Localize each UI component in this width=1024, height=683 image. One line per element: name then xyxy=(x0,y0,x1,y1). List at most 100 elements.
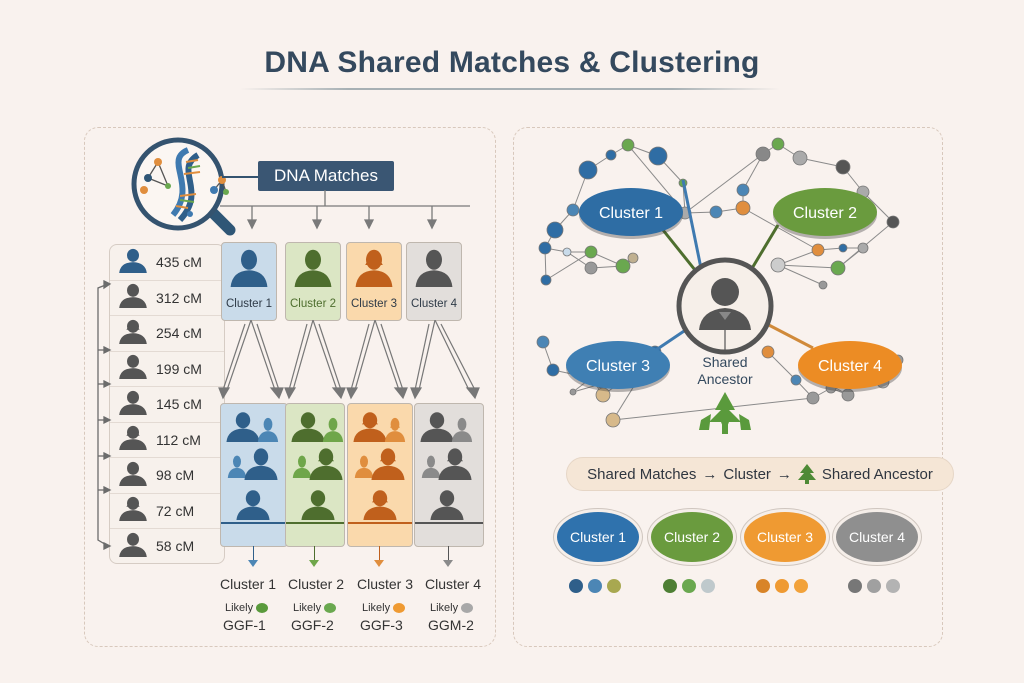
legend-dot-icon xyxy=(848,579,862,593)
match-node xyxy=(818,280,828,290)
match-node xyxy=(546,221,564,239)
match-row[interactable]: 72 cM xyxy=(110,494,224,529)
person-icon xyxy=(384,416,406,447)
legend-cluster-badge[interactable]: Cluster 1 xyxy=(557,512,639,562)
match-node xyxy=(835,159,851,175)
legend-dot-icon xyxy=(867,579,881,593)
person-icon xyxy=(437,446,473,485)
cluster-card[interactable]: Cluster 3 xyxy=(346,242,402,321)
likely-ancestor: GGM-2 xyxy=(428,617,474,633)
match-list: 435 cM 312 cM 254 cM 199 cM 145 cM 112 c… xyxy=(109,244,225,564)
cluster-card-label: Cluster 2 xyxy=(289,298,337,310)
cluster-member-column xyxy=(220,403,288,547)
legend-dot-icon xyxy=(775,579,789,593)
match-row[interactable]: 199 cM xyxy=(110,352,224,387)
match-row[interactable]: 112 cM xyxy=(110,423,224,458)
center-label-1: Shared xyxy=(702,354,747,370)
match-bracket-arrows xyxy=(97,280,112,550)
legend-dots xyxy=(756,579,808,593)
match-node xyxy=(566,203,580,217)
cluster-card[interactable]: Cluster 2 xyxy=(285,242,341,321)
match-node xyxy=(790,374,802,386)
cluster-oval[interactable]: Cluster 4 xyxy=(798,341,902,392)
cluster-oval[interactable]: Cluster 3 xyxy=(566,341,670,392)
match-node xyxy=(771,137,785,151)
likely-label: Likely xyxy=(225,602,269,614)
match-row[interactable]: 254 cM xyxy=(110,316,224,352)
legend-cluster-badge[interactable]: Cluster 2 xyxy=(651,512,733,562)
person-icon xyxy=(352,410,388,447)
flow-step-shared-ancestor: Shared Ancestor xyxy=(821,465,933,483)
person-icon xyxy=(118,318,148,349)
person-icon xyxy=(421,454,441,483)
person-icon xyxy=(118,282,148,313)
cluster-result-label: Cluster 4 xyxy=(424,576,482,592)
network-edge xyxy=(545,251,592,281)
person-icon xyxy=(118,531,148,562)
match-node xyxy=(615,258,631,274)
person-icon xyxy=(370,446,406,485)
person-icon xyxy=(322,416,344,447)
match-row[interactable]: 145 cM xyxy=(110,387,224,423)
likely-text: Likely xyxy=(362,602,391,614)
person-icon xyxy=(292,454,312,483)
person-icon xyxy=(300,488,336,525)
match-node xyxy=(536,335,550,349)
legend-cluster-label: Cluster 1 xyxy=(569,529,627,545)
legend-dot-icon xyxy=(682,579,696,593)
person-icon xyxy=(419,410,455,447)
cluster-oval[interactable]: Cluster 2 xyxy=(773,188,877,239)
likely-text: Likely xyxy=(430,602,459,614)
match-node xyxy=(538,241,552,255)
cluster-card[interactable]: Cluster 1 xyxy=(221,242,277,321)
legend-cluster-label: Cluster 3 xyxy=(756,529,814,545)
match-row[interactable]: 58 cM xyxy=(110,529,224,564)
person-icon xyxy=(414,247,454,292)
match-node xyxy=(595,387,611,403)
legend-dot-icon xyxy=(607,579,621,593)
left-panel xyxy=(84,127,496,647)
match-row[interactable]: 312 cM xyxy=(110,281,224,316)
match-node xyxy=(857,242,869,254)
cluster-oval-label: Cluster 1 xyxy=(599,205,663,222)
cluster-card[interactable]: Cluster 4 xyxy=(406,242,462,321)
match-cm: 254 cM xyxy=(156,325,202,342)
arrow-icon: → xyxy=(776,465,792,483)
match-node xyxy=(562,247,572,257)
cluster-oval-label: Cluster 2 xyxy=(793,205,857,222)
legend-dot-icon xyxy=(756,579,770,593)
cluster-oval[interactable]: Cluster 1 xyxy=(579,188,683,239)
cluster-oval-label: Cluster 3 xyxy=(586,358,650,375)
legend-cluster-badge[interactable]: Cluster 3 xyxy=(744,512,826,562)
person-icon xyxy=(118,389,148,420)
legend-cluster-label: Cluster 2 xyxy=(663,529,721,545)
match-cm: 145 cM xyxy=(156,396,202,413)
column-divider xyxy=(348,522,412,524)
right-panel xyxy=(513,127,943,647)
match-cm: 72 cM xyxy=(156,502,195,519)
column-divider xyxy=(286,522,344,524)
match-node xyxy=(584,261,598,275)
match-cm: 199 cM xyxy=(156,360,202,377)
match-row[interactable]: 98 cM xyxy=(110,458,224,494)
person-icon xyxy=(118,247,148,278)
person-icon xyxy=(451,416,473,447)
match-cm: 435 cM xyxy=(156,254,202,271)
match-row[interactable]: 435 cM xyxy=(110,245,224,281)
match-node xyxy=(584,245,598,259)
legend-dot-icon xyxy=(794,579,808,593)
match-node xyxy=(830,260,846,276)
person-icon xyxy=(362,488,398,525)
cluster-result-label: Cluster 1 xyxy=(219,576,277,592)
likely-text: Likely xyxy=(225,602,254,614)
person-icon xyxy=(354,454,374,483)
legend-cluster-badge[interactable]: Cluster 4 xyxy=(836,512,918,562)
cluster-result-label: Cluster 2 xyxy=(287,576,345,592)
legend-cluster-label: Cluster 4 xyxy=(848,529,906,545)
match-node xyxy=(755,146,771,162)
legend-dots xyxy=(848,579,900,593)
cluster-member-column xyxy=(414,403,484,547)
match-node xyxy=(540,274,552,286)
legend-dot-icon xyxy=(701,579,715,593)
